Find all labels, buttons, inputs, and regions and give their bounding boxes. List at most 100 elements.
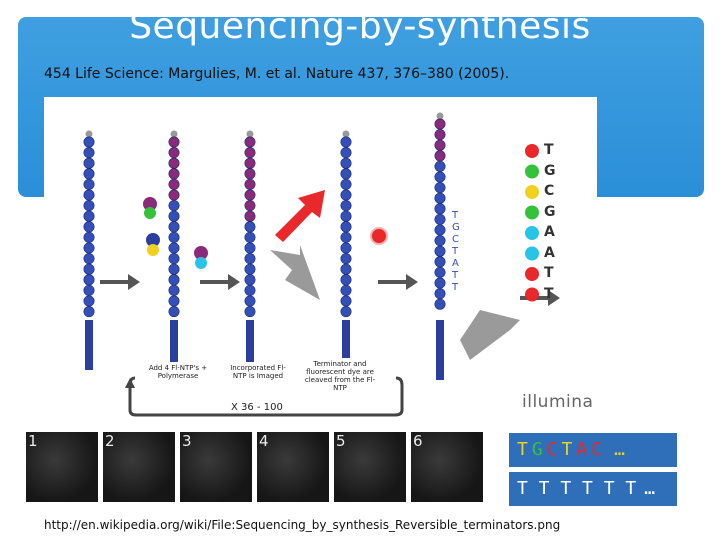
dna-bead xyxy=(83,221,95,233)
dna-bead xyxy=(340,295,352,307)
strand-base-letter: T xyxy=(451,210,459,221)
dna-bead xyxy=(340,253,352,265)
legend-letter: T xyxy=(544,285,554,302)
strand-base-letter: G xyxy=(452,222,460,233)
strand-cap xyxy=(246,130,254,138)
step-box-image: Incorporated Fl-NTP is Imaged xyxy=(230,364,286,380)
source-url: http://en.wikipedia.org/wiki/File:Sequen… xyxy=(44,518,561,532)
dna-bead xyxy=(340,242,352,254)
image-tile-1: 1 xyxy=(26,432,98,502)
dna-bead xyxy=(340,168,352,180)
tile-number: 1 xyxy=(28,432,38,450)
dna-bead xyxy=(244,200,256,212)
dna-bead xyxy=(434,245,446,257)
dna-bead xyxy=(244,157,256,169)
legend-dot xyxy=(525,226,539,240)
dna-bead xyxy=(434,171,446,183)
read2-text: T T T T T T xyxy=(517,478,637,499)
illumina-logo: illumina xyxy=(522,392,594,412)
read1-base: G xyxy=(531,439,543,460)
dna-bead xyxy=(340,263,352,275)
dna-bead xyxy=(340,221,352,233)
read2-ellipsis: … xyxy=(644,478,656,499)
dna-bead xyxy=(340,157,352,169)
dna-bead xyxy=(168,147,180,159)
dna-bead xyxy=(434,277,446,289)
dna-bead xyxy=(244,210,256,222)
cycle-label: X 36 - 100 xyxy=(228,402,286,413)
image-tile-3: 3 xyxy=(180,432,252,502)
dna-bead xyxy=(168,168,180,180)
tile-number: 6 xyxy=(413,432,423,450)
dna-bead xyxy=(434,235,446,247)
read1-base: C xyxy=(591,439,603,460)
dna-bead xyxy=(340,189,352,201)
dna-strand-5 xyxy=(434,112,446,380)
dna-bead xyxy=(83,210,95,222)
tile-number: 2 xyxy=(105,432,115,450)
dna-bead xyxy=(434,118,446,130)
dna-bead xyxy=(244,136,256,148)
dna-bead xyxy=(340,284,352,296)
citation: 454 Life Science: Margulies, M. et al. N… xyxy=(44,66,510,82)
legend-letter: A xyxy=(544,244,555,261)
image-tile-4: 4 xyxy=(257,432,329,502)
dna-strand-2 xyxy=(168,130,180,370)
strand-base-letter: T xyxy=(451,270,459,281)
dna-bead xyxy=(168,284,180,296)
dna-bead xyxy=(434,266,446,278)
read1-ellipsis: … xyxy=(614,439,625,460)
dna-bead xyxy=(244,168,256,180)
dna-bead xyxy=(83,200,95,212)
dna-bead xyxy=(434,224,446,236)
legend-dot xyxy=(525,144,539,158)
read1-base: T xyxy=(561,439,573,460)
strand-base-letter: C xyxy=(452,234,459,245)
dna-bead xyxy=(83,263,95,275)
dna-bead xyxy=(168,242,180,254)
dna-bead xyxy=(340,136,352,148)
tile-number: 3 xyxy=(182,432,192,450)
dna-bead xyxy=(244,189,256,201)
dna-bead xyxy=(434,298,446,310)
legend-dot xyxy=(525,287,539,302)
slide-title: Sequencing-by-synthesis xyxy=(129,6,591,47)
dna-bead xyxy=(434,139,446,151)
tile-number: 5 xyxy=(336,432,346,450)
strand-cap xyxy=(170,130,178,138)
strand-cap xyxy=(85,130,93,138)
image-tile-2: 2 xyxy=(103,432,175,502)
dna-bead xyxy=(83,231,95,243)
dna-bead xyxy=(83,189,95,201)
read1-base: C xyxy=(546,439,558,460)
legend-letter: T xyxy=(544,142,554,158)
dna-bead xyxy=(434,150,446,162)
legend-letter: A xyxy=(544,224,555,240)
dna-bead xyxy=(83,253,95,265)
legend-dots xyxy=(525,144,539,302)
dna-bead xyxy=(244,178,256,190)
dna-bead xyxy=(168,210,180,222)
image-tile-6: 6 xyxy=(411,432,483,502)
step-box-add: Add 4 Fl-NTP's + Polymerase xyxy=(148,364,208,380)
legend-letter: G xyxy=(544,203,556,220)
read1-base: T xyxy=(517,439,528,460)
dna-bead xyxy=(434,256,446,268)
sequence-read-2: T T T T T T … xyxy=(509,472,677,506)
dna-bead xyxy=(83,295,95,307)
dna-bead xyxy=(168,178,180,190)
dna-bead xyxy=(340,210,352,222)
dna-bead xyxy=(168,295,180,307)
dna-bead xyxy=(83,178,95,190)
cycle-bracket xyxy=(125,376,404,417)
dna-bead xyxy=(83,168,95,180)
image-tile-5: 5 xyxy=(334,432,406,502)
dna-bead xyxy=(83,147,95,159)
strand-cap xyxy=(342,130,350,138)
legend-letter: T xyxy=(544,265,554,281)
dna-bead xyxy=(244,231,256,243)
dna-bead xyxy=(340,274,352,286)
dna-bead xyxy=(168,189,180,201)
